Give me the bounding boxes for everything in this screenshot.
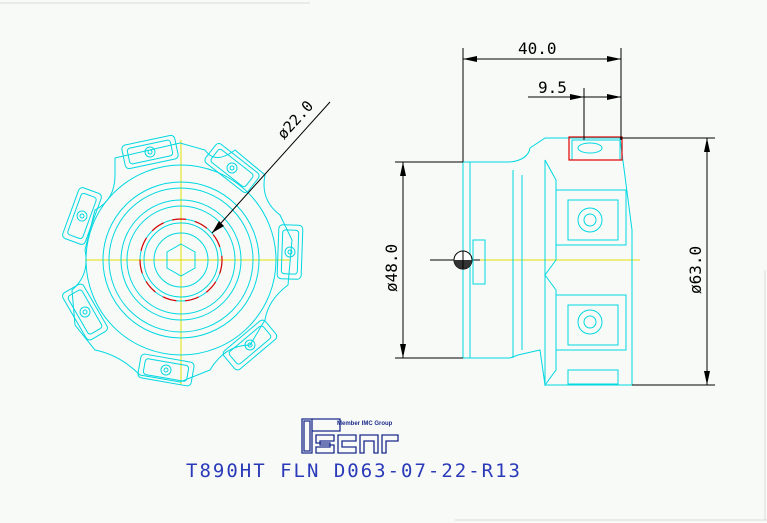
bore-leader-line	[211, 101, 331, 234]
dim-arrow	[704, 138, 710, 152]
cutter-body-outline	[71, 142, 293, 383]
product-code: T890HT FLN D063-07-22-R13	[186, 460, 522, 482]
side-body-outline	[462, 137, 633, 387]
dim-arrow	[570, 94, 584, 100]
dim-arrow	[463, 56, 477, 62]
overall-length-label: 40.0	[518, 39, 557, 58]
dim-arrow	[400, 162, 406, 176]
dim-arrow	[704, 371, 710, 385]
dim-arrow	[607, 94, 621, 100]
bore-leader-arrow	[212, 221, 224, 233]
body-dia-label: ø48.0	[382, 244, 401, 292]
brand-member-text: Member IMC Group	[337, 421, 393, 427]
dim-arrow	[400, 344, 406, 358]
bore-dimension-label: ø22.0	[274, 97, 318, 143]
insert-length-label: 9.5	[538, 78, 567, 97]
front-view: ø22.0	[62, 97, 331, 387]
bore-hidden-circle	[139, 218, 223, 302]
insert-highlight-box	[568, 136, 623, 161]
cut-dia-label: ø63.0	[686, 246, 705, 294]
side-view: 40.0 9.5 ø48.0 ø63.0	[382, 39, 715, 387]
insert-pockets	[62, 134, 304, 387]
dim-arrow	[607, 56, 621, 62]
iscar-logo	[301, 418, 399, 454]
